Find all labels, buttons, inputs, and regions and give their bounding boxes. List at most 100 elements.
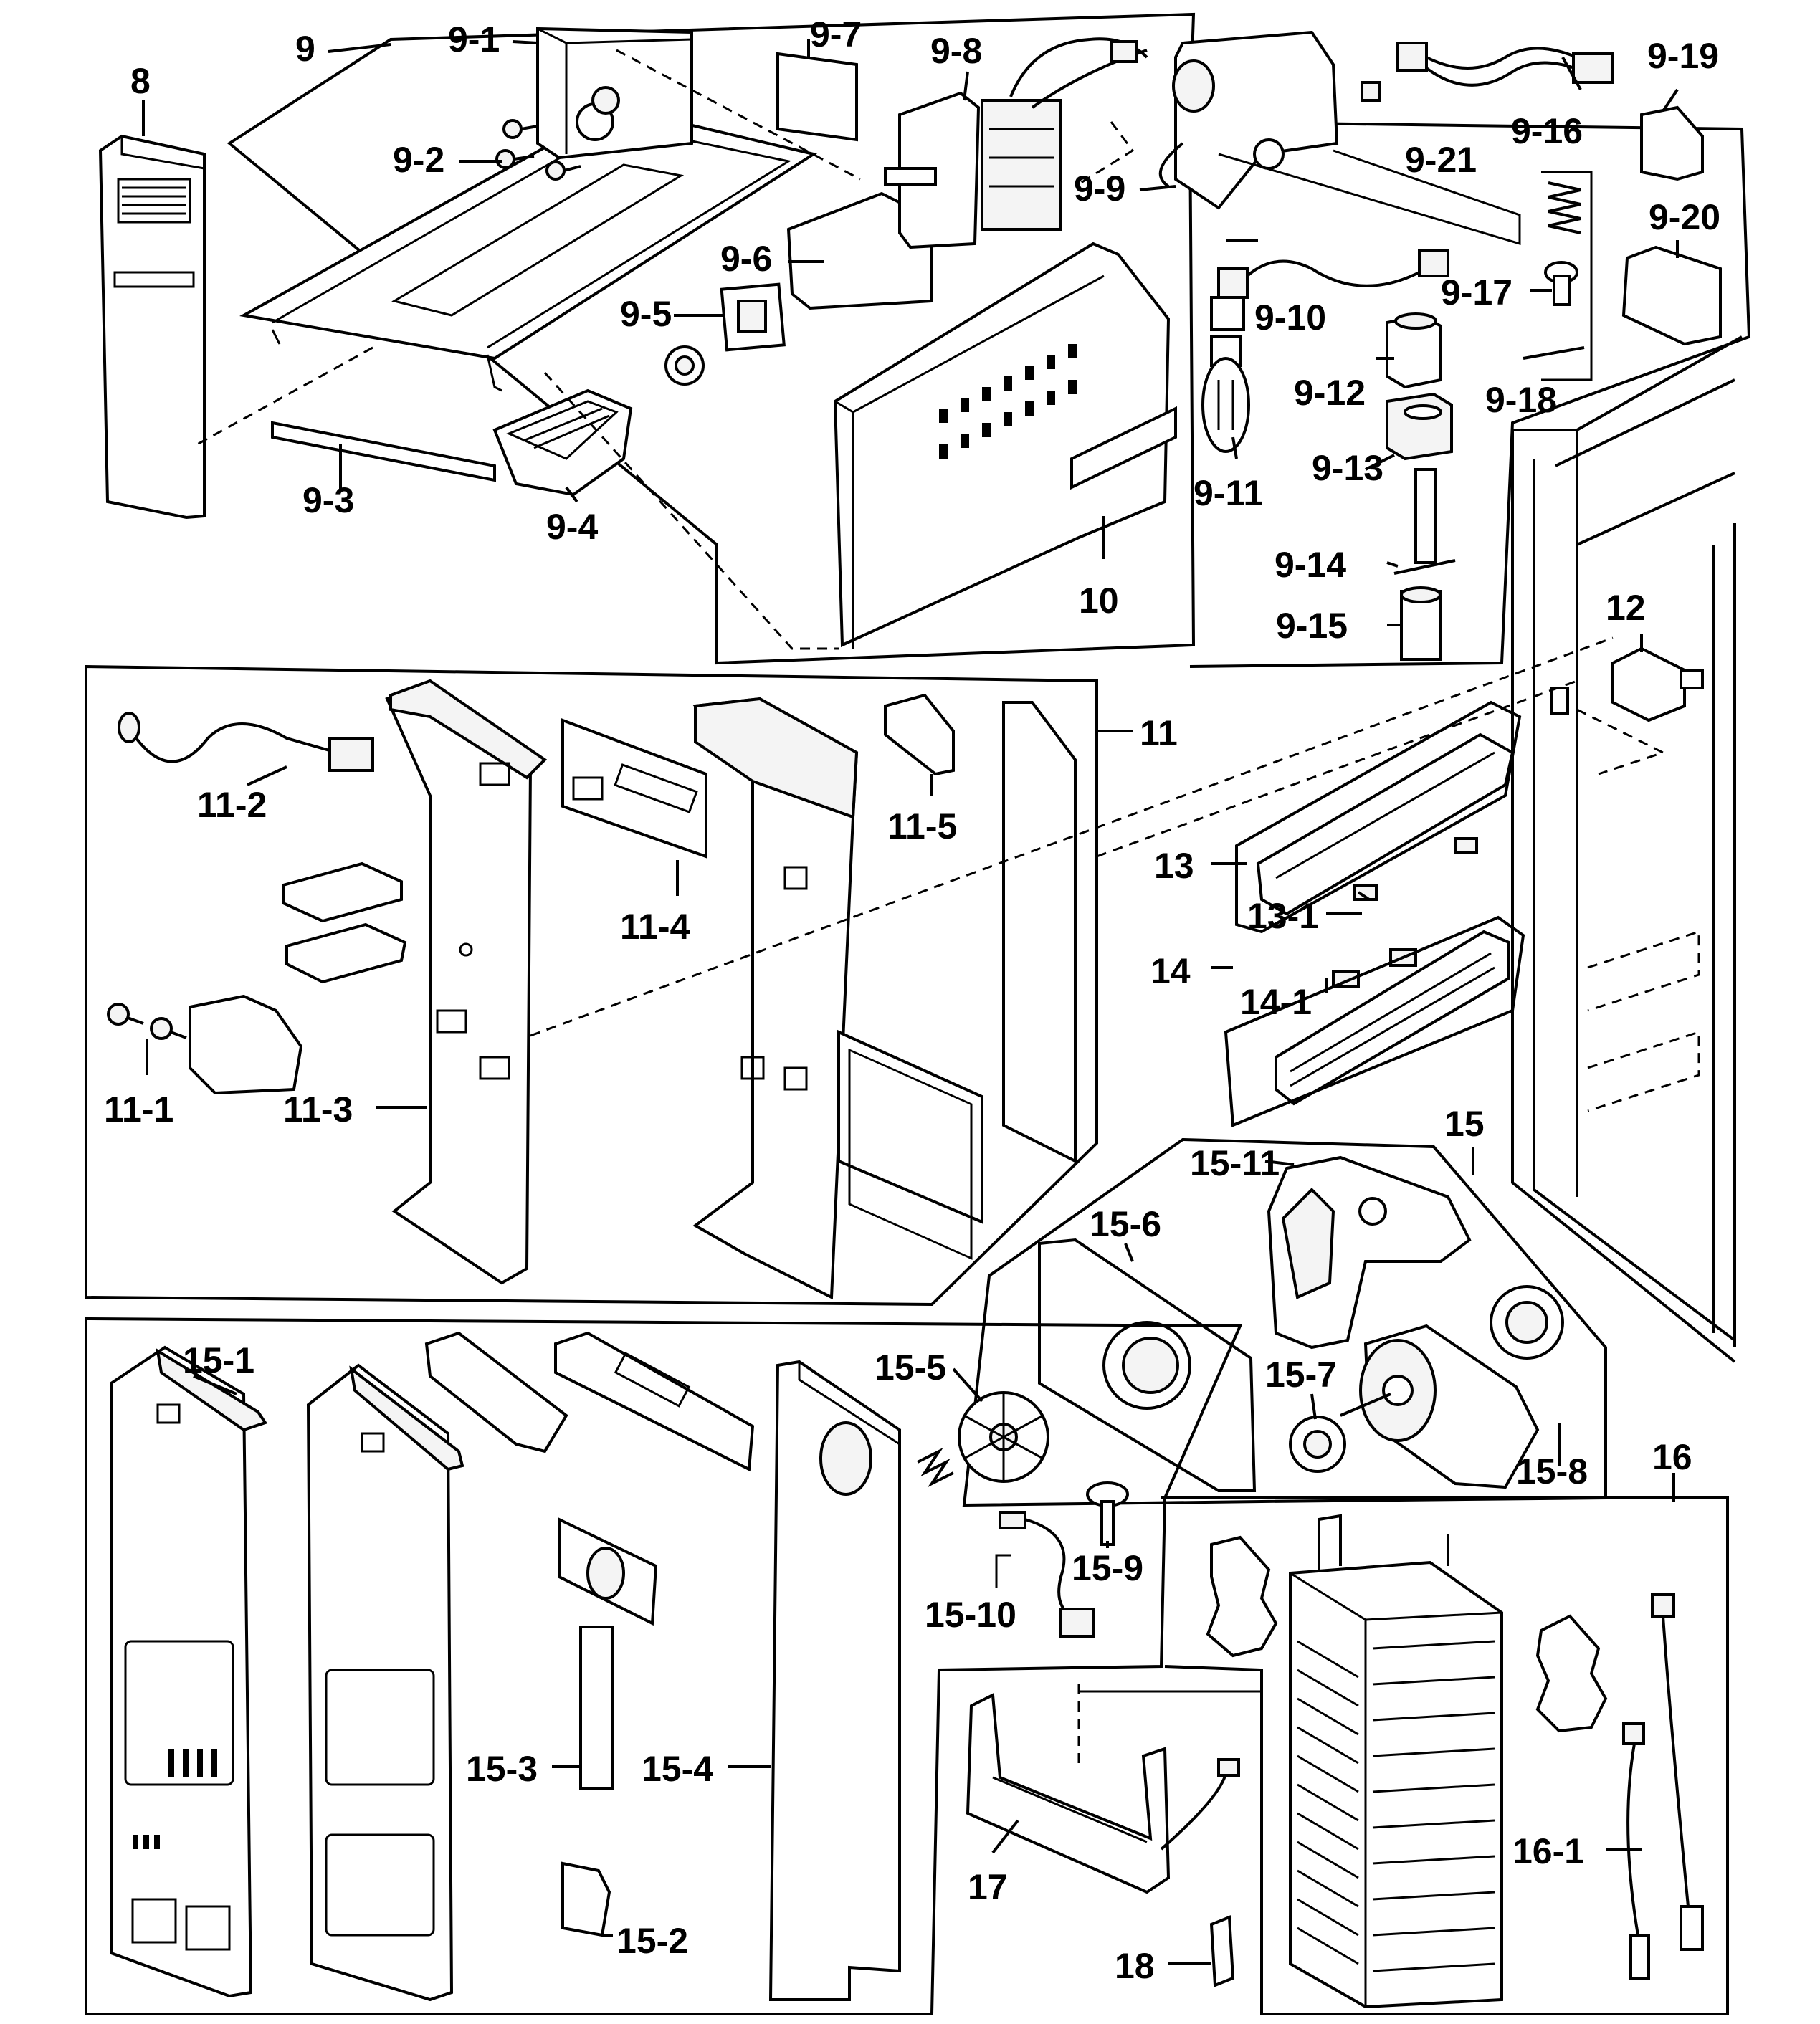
part-15-9-pin: [1086, 1481, 1129, 1546]
part-9-14-rod: [1393, 559, 1456, 575]
part-13-1-pad: [1353, 884, 1378, 901]
callout-label: 13: [1154, 846, 1194, 886]
part-16-evaporator: [1289, 1514, 1503, 2009]
callout-label: 16: [1652, 1437, 1692, 1477]
frame-part-14: [1224, 915, 1525, 1127]
part-15-1-panel: [110, 1345, 268, 1998]
callout-label: 15-8: [1516, 1451, 1588, 1491]
callout-label: 15: [1444, 1104, 1485, 1144]
callout-label: 15-3: [466, 1749, 538, 1789]
callout-label: 9-21: [1405, 140, 1477, 180]
part-11-strip-panel: [1002, 701, 1077, 1164]
part-13-rail: [1256, 732, 1515, 916]
frame-group-15: [962, 1137, 1607, 1507]
guide-line: [1576, 708, 1666, 775]
callout-label: 9-11: [1194, 473, 1263, 513]
part-15-3-foam-strip: [579, 1626, 614, 1790]
part-9-10-lamp-socket: [1210, 249, 1449, 331]
frame-group-9: [227, 12, 1196, 665]
callout-label: 9-1: [448, 19, 500, 59]
callout-label: 13-1: [1247, 896, 1319, 936]
callout-label: 17: [968, 1867, 1008, 1907]
callout-label: 16-1: [1512, 1831, 1584, 1871]
callout-label: 9-7: [810, 14, 862, 54]
part-11-2-wire: [118, 712, 374, 772]
part-9-21-wire-harness: [1361, 42, 1614, 102]
callout-label: 15-10: [925, 1595, 1016, 1635]
part-9-7-plate: [776, 52, 858, 142]
callout-label: 9-9: [1074, 168, 1125, 209]
callout-label: 9-17: [1441, 272, 1512, 312]
part-9-14-shaft: [1414, 468, 1437, 564]
callout-label: 9-6: [720, 239, 772, 279]
callout-label: 15-1: [183, 1340, 254, 1380]
part-11-duct-right: [692, 697, 983, 1300]
callout-label: 11-4: [620, 907, 690, 947]
part-15-2-clip: [561, 1861, 611, 1937]
part-18-clip: [1209, 1915, 1235, 1987]
part-11-5-clip: [884, 693, 955, 776]
callout-label: 11-1: [104, 1089, 173, 1130]
frame-group-11: [85, 664, 1098, 1307]
part-9-8-motor: [884, 37, 1148, 249]
part-9-12-solenoid: [1386, 312, 1442, 389]
part-9-11-bulb: [1201, 335, 1250, 453]
part-9-2-screws: [495, 119, 581, 181]
part-15-panel-strip: [554, 1331, 755, 1472]
callout-label: 9: [295, 29, 315, 69]
part-9-20-bracket: [1621, 245, 1722, 346]
part-9-6-bracket: [786, 191, 933, 310]
frame-part-13: [1235, 700, 1522, 934]
callout-label: 15-4: [642, 1749, 713, 1789]
part-11-3-duct: [385, 679, 548, 1285]
part-9-16-spring: [1548, 181, 1581, 234]
callout-label: 9-19: [1647, 36, 1719, 76]
part-15-panel-middle: [306, 1363, 464, 2002]
part-11-1-screws: [107, 1003, 187, 1040]
callout-label: 15-2: [616, 1921, 688, 1961]
part-16-1-sensors: [1622, 1593, 1704, 1980]
part-15-11-fan-housing: [1267, 1155, 1472, 1350]
part-9-5-gear: [664, 282, 786, 386]
part-9-18-rod: [1523, 346, 1585, 360]
part-9-13-block: [1386, 392, 1453, 461]
callout-label: 15-9: [1072, 1548, 1143, 1588]
part-9-tray-assembly: [239, 27, 818, 392]
callout-label: 9-14: [1275, 545, 1346, 585]
guide-line: [1075, 121, 1135, 188]
part-15-fan-rings: [1490, 1285, 1564, 1360]
part-9-19-clip: [1640, 105, 1704, 181]
callout-label: 10: [1079, 581, 1119, 621]
callout-label: 11-5: [887, 806, 957, 846]
callout-label: 12: [1606, 588, 1646, 628]
callout-label: 9-15: [1276, 606, 1348, 646]
callout-label: 9-2: [393, 140, 444, 180]
callout-label: 9-13: [1312, 448, 1383, 488]
part-15-spring: [917, 1447, 954, 1488]
part-8-cover-panel: [98, 134, 206, 520]
callout-label: 9-16: [1511, 111, 1583, 151]
callout-label: 15-6: [1090, 1204, 1161, 1244]
callout-label: 8: [130, 61, 151, 101]
part-9-15-sleeve: [1400, 586, 1442, 661]
part-11-4-panel: [561, 718, 707, 859]
callout-label: 14-1: [1240, 982, 1312, 1022]
leader-lines: [142, 39, 1679, 1965]
frame-group-15-bottom: [85, 1317, 1243, 2015]
part-15-small-plate: [558, 1517, 658, 1626]
guide-line: [616, 49, 861, 181]
part-10-cover-plate: [833, 242, 1177, 649]
part-12-switch: [1611, 646, 1704, 722]
callout-label: 9-10: [1254, 297, 1326, 338]
callout-label: 18: [1115, 1946, 1155, 1986]
callout-label: 11-3: [283, 1089, 353, 1130]
part-15-4-duct-panel: [768, 1360, 901, 2001]
part-15-8-fan-motor: [1340, 1324, 1540, 1489]
callout-label: 11: [1140, 713, 1178, 753]
part-15-6-fan-plate: [1038, 1238, 1257, 1492]
guide-line: [530, 636, 1614, 1037]
part-16-holders: [1206, 1535, 1608, 1733]
callout-label: 9-3: [302, 480, 354, 520]
part-9-3-strip: [271, 421, 496, 482]
